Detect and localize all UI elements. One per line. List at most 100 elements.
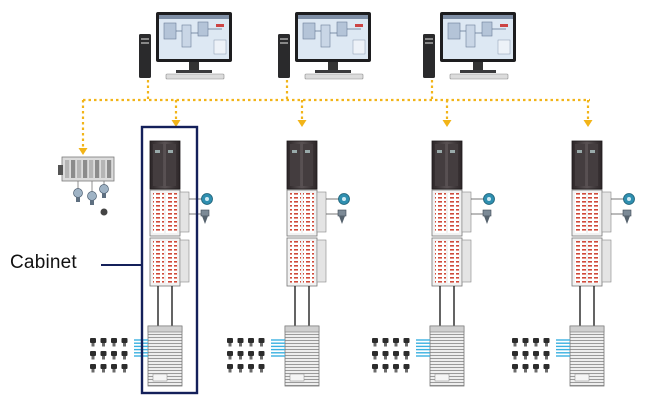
- field-device-stem: [249, 369, 253, 373]
- valve-body: [102, 193, 106, 198]
- io-side-card: [179, 239, 190, 283]
- field-device-icon: [227, 364, 233, 369]
- io-terminals: [588, 193, 599, 233]
- field-device-icon: [258, 338, 265, 343]
- field-device-icon: [533, 338, 539, 343]
- field-device-stem: [373, 356, 377, 360]
- io-terminals: [290, 193, 301, 233]
- controller-led: [437, 150, 442, 153]
- terminal-block-tag: [152, 373, 168, 382]
- field-device-stem: [228, 356, 232, 360]
- field-device-stem: [384, 369, 387, 373]
- controller-cpu-b: [588, 144, 598, 186]
- transmitter-stem: [624, 216, 630, 224]
- controller-led: [590, 150, 595, 153]
- field-device-icon: [522, 338, 529, 343]
- field-device-stem: [373, 343, 377, 347]
- terminal-block-tag: [434, 373, 450, 382]
- field-device-icon: [533, 364, 539, 369]
- field-device-icon: [382, 364, 389, 369]
- legacy-rack-card: [77, 160, 82, 178]
- field-device-icon: [227, 338, 233, 343]
- terminal-block-header: [147, 325, 183, 333]
- field-device-icon: [522, 364, 529, 369]
- terminal-block-header: [284, 325, 320, 333]
- keyboard-icon: [449, 73, 509, 80]
- operator-workstation-1: [139, 12, 232, 80]
- hmi-panel: [497, 39, 511, 55]
- field-device-stem: [405, 343, 408, 347]
- field-device-icon: [100, 351, 107, 356]
- field-device-icon: [543, 364, 550, 369]
- controller-cpu-a: [153, 144, 163, 186]
- field-device-stem: [91, 356, 95, 360]
- field-device-stem: [524, 343, 527, 347]
- monitor-base: [460, 70, 496, 73]
- hmi-title-bar: [443, 15, 513, 19]
- pc-drive-slot: [141, 42, 149, 44]
- field-device-stem: [112, 343, 116, 347]
- io-terminals: [435, 193, 446, 233]
- io-terminals: [153, 193, 164, 233]
- io-side-card: [179, 191, 190, 233]
- hmi-vessel: [302, 22, 316, 40]
- operator-workstation-3: [423, 12, 516, 80]
- controller-led: [577, 150, 582, 153]
- hmi-vessel: [465, 24, 476, 48]
- pc-drive-slot: [280, 38, 288, 40]
- control-network: [78, 80, 593, 155]
- field-device-icon: [372, 351, 378, 356]
- field-device-stem: [545, 369, 548, 373]
- field-device-icon: [512, 338, 518, 343]
- field-device-icon: [522, 351, 529, 356]
- field-device-icon: [121, 364, 128, 369]
- field-device-icon: [111, 351, 117, 356]
- field-device-icon: [382, 338, 389, 343]
- field-device-stem: [239, 356, 242, 360]
- legacy-rack-card: [101, 160, 106, 178]
- keyboard-icon: [165, 73, 225, 80]
- pressure-transmitter-icon: [337, 209, 347, 217]
- field-device-stem: [260, 356, 263, 360]
- field-device-icon: [372, 364, 378, 369]
- controller-cpu-b: [166, 144, 176, 186]
- io-terminals: [448, 241, 459, 283]
- valve-icon: [87, 191, 97, 201]
- io-terminals: [166, 193, 177, 233]
- field-device-stem: [102, 356, 105, 360]
- hmi-alarm: [355, 24, 363, 27]
- controller-led: [450, 150, 455, 153]
- field-device-icon: [403, 351, 410, 356]
- transmitter-display: [342, 197, 346, 201]
- field-device-stem: [394, 369, 398, 373]
- hmi-vessel: [447, 22, 461, 40]
- field-device-icon: [512, 351, 518, 356]
- field-device-icon: [533, 351, 539, 356]
- legacy-rack-card: [89, 160, 94, 178]
- transmitter-stem: [202, 216, 208, 224]
- field-device-stem: [394, 343, 398, 347]
- field-device-stem: [260, 369, 263, 373]
- io-terminals: [153, 241, 164, 283]
- controller-led: [155, 150, 160, 153]
- field-device-icon: [227, 351, 233, 356]
- field-device-stem: [545, 356, 548, 360]
- field-device-icon: [111, 338, 117, 343]
- transmitter-stem: [484, 216, 490, 224]
- field-device-stem: [534, 343, 538, 347]
- keyboard-icon: [304, 73, 364, 80]
- network-arrow-icon: [78, 148, 88, 155]
- io-terminals: [435, 241, 446, 283]
- cabinet-outline: [140, 125, 199, 395]
- field-device-icon: [248, 364, 254, 369]
- field-device-stem: [524, 356, 527, 360]
- field-device-icon: [237, 351, 244, 356]
- controller-led: [168, 150, 173, 153]
- pc-drive-slot: [280, 42, 288, 44]
- field-device-icon: [237, 364, 244, 369]
- io-side-card: [461, 191, 472, 233]
- terminal-block-tag: [574, 373, 590, 382]
- pressure-transmitter-icon: [200, 209, 210, 217]
- controller-led: [292, 150, 297, 153]
- field-device-stem: [123, 356, 126, 360]
